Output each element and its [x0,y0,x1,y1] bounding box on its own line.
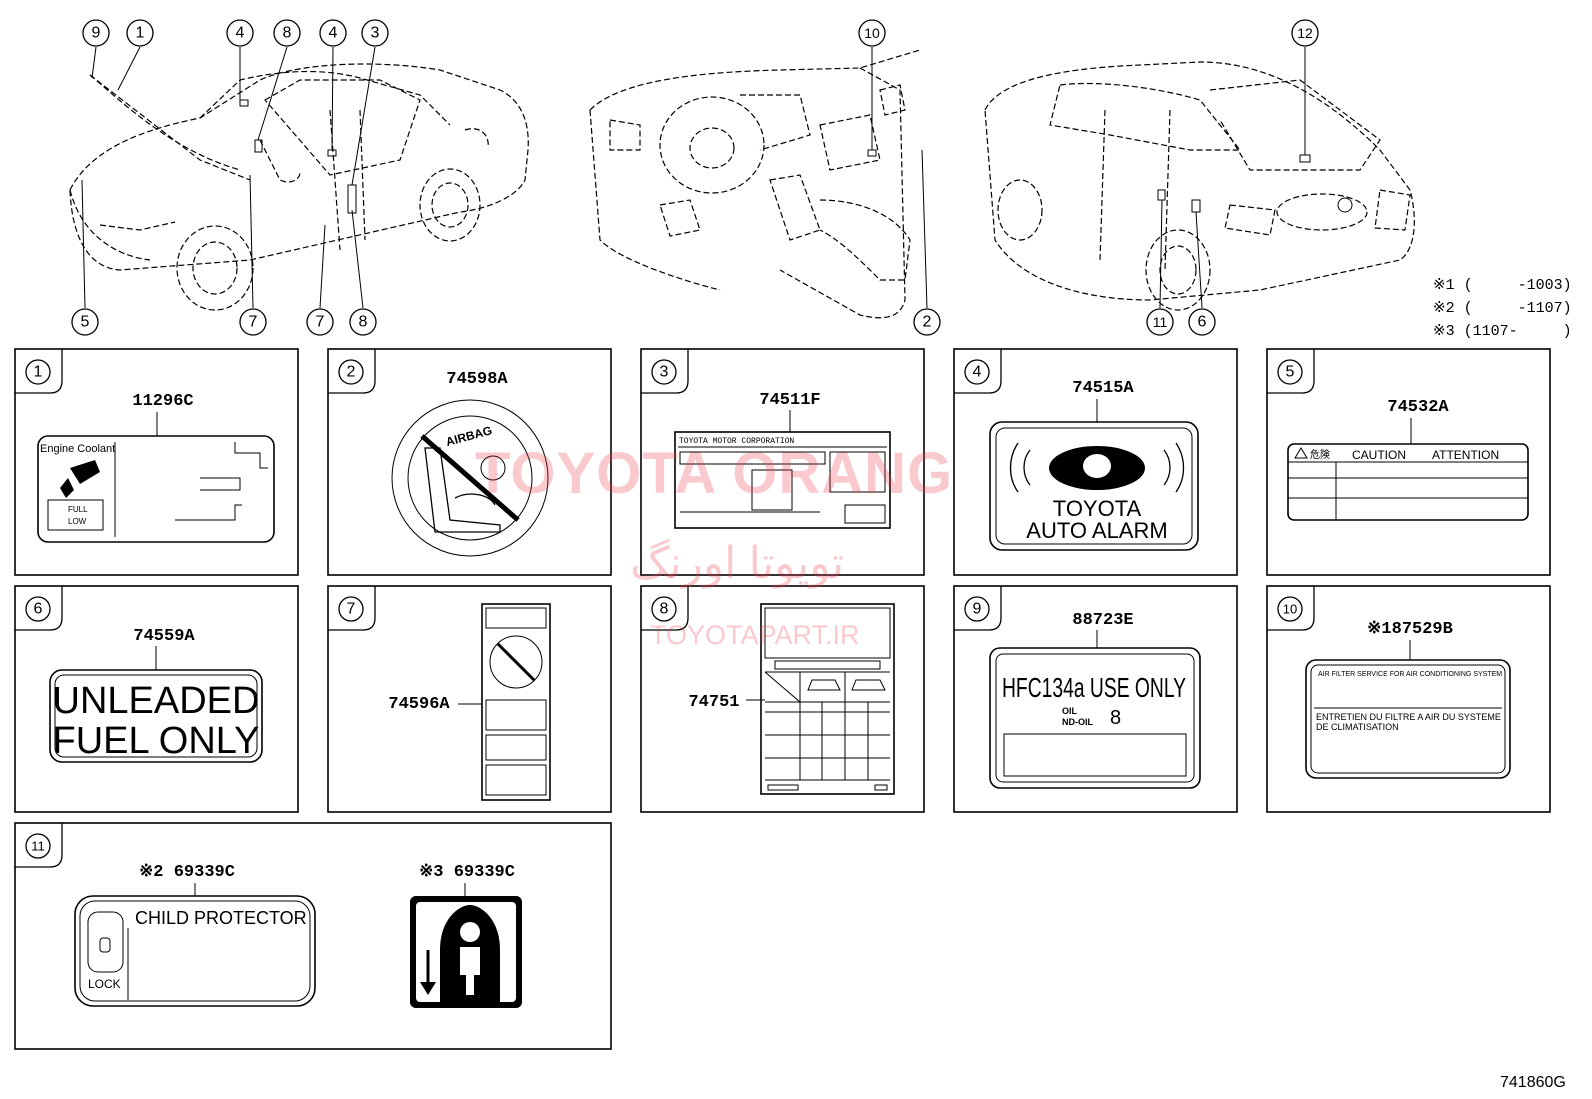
caution-kiken: 危険 [1310,449,1330,461]
note-2: ※2 ( -1107) [1433,300,1572,317]
unleaded-line1: UNLEADED [53,680,260,722]
coolant-low: LOW [68,517,87,526]
hfc-oil1: OIL [1062,706,1078,716]
air-filter-label: AIR FILTER SERVICE FOR AIR CONDITIONING … [1305,640,1511,779]
callout-3: 3 [371,25,380,42]
part-74515a: 74515A [1072,379,1134,398]
panel-7-number: 7 [347,601,356,618]
load-grid-label [746,603,895,795]
applicability-notes: ※1 ( -1003) ※2 ( -1107) ※3 (1107- ) [1433,274,1572,343]
callout-10: 10 [864,25,880,41]
part-74751: 74751 [688,693,739,712]
part-74511f: 74511F [759,391,820,410]
child-lock-icon-label [410,883,522,1008]
panel-5-number: 5 [1286,364,1295,381]
attention-word: ATTENTION [1432,448,1499,462]
callouts-top: 9 1 4 8 4 3 5 7 7 8 10 2 12 11 6 [71,19,1319,336]
callout-12: 12 [1297,25,1313,41]
part-88723e: 88723E [1072,611,1133,630]
coolant-title: Engine Coolant [40,443,115,455]
tire-header: TOYOTA MOTOR CORPORATION [679,437,794,446]
filter-en: AIR FILTER SERVICE FOR AIR CONDITIONING … [1318,671,1502,678]
sunvisor-label [458,603,551,801]
panel-1-number: 1 [34,364,43,381]
interior-illustration [589,49,921,319]
part-74532a: 74532A [1387,398,1449,417]
auto-alarm-label: TOYOTA AUTO ALARM [989,399,1199,551]
part-74559a: 74559A [133,627,195,646]
panel-8-number: 8 [660,601,669,618]
part-numbers: 11296C 74598A 74511F 74515A 74532A 74559… [132,370,1452,882]
alarm-line1: TOYOTA [1053,496,1142,521]
child-protector-text: CHILD PROTECTOR [135,908,307,928]
rear-car-illustration [984,61,1415,311]
watermark-url: TOYOTAPART.IR [650,620,860,650]
coolant-full: FULL [68,505,88,514]
document-id: 741860G [1500,1074,1566,1091]
caution-fan-label: 危険 CAUTION ATTENTION [1287,418,1529,521]
lock-text: LOCK [88,977,121,991]
part-187529b: ※187529B [1367,620,1453,639]
part-69339c-a: ※2 69339C [139,863,235,882]
callout-5: 5 [81,314,90,331]
callout-11: 11 [1153,314,1168,330]
filter-fr2: DE CLIMATISATION [1316,722,1399,732]
note-3: ※3 (1107- ) [1433,323,1572,340]
hfc134a-label: HFC134a USE ONLY OIL ND-OIL 8 [989,630,1201,789]
watermark-brand: TOYOTA ORANG [475,441,954,506]
unleaded-line2: FUEL ONLY [53,720,260,762]
part-11296c: 11296C [132,392,193,411]
child-protector-label: CHILD PROTECTOR LOCK [74,883,316,1007]
panel-3-number: 3 [660,364,669,381]
watermark-persian: تویوتا اورنگ [630,539,845,588]
part-74596a: 74596A [388,695,450,714]
leader-lines [81,46,1306,309]
coolant-label: Engine Coolant FULL LOW [37,412,275,543]
callout-9: 9 [92,25,101,42]
callout-4: 4 [236,25,245,42]
alarm-line2: AUTO ALARM [1026,518,1167,543]
filter-fr1: ENTRETIEN DU FILTRE A AIR DU SYSTEME [1316,712,1501,722]
callout-1: 1 [136,25,145,42]
caution-word: CAUTION [1352,448,1406,462]
part-69339c-b: ※3 69339C [419,863,515,882]
callout-7: 7 [249,314,258,331]
tire-pressure-label: TOYOTA MOTOR CORPORATION [674,410,891,529]
panel-10-number: 10 [1283,602,1297,617]
hfc-oil2: ND-OIL [1062,717,1093,727]
panel-6-number: 6 [34,601,43,618]
panel-2-number: 2 [347,364,356,381]
note-1: ※1 ( -1003) [1433,277,1572,294]
panel-9-number: 9 [973,601,982,618]
load-grid [764,671,890,791]
callout-4b: 4 [329,25,338,42]
callout-8: 8 [283,25,292,42]
callout-7b: 7 [316,314,325,331]
callout-2: 2 [923,314,932,331]
front-car-illustration [69,63,529,311]
panel-11-number: 11 [31,839,45,854]
callout-6: 6 [1198,314,1207,331]
hfc-main: HFC134a USE ONLY [1002,672,1186,703]
hfc-oilnum: 8 [1110,707,1121,729]
part-74598a: 74598A [446,370,508,389]
panel-4-number: 4 [973,364,982,381]
panel-number-tabs: 1 2 3 4 5 6 7 8 9 10 11 [15,349,1315,868]
callout-8b: 8 [359,314,368,331]
unleaded-label: UNLEADED FUEL ONLY [49,646,263,763]
